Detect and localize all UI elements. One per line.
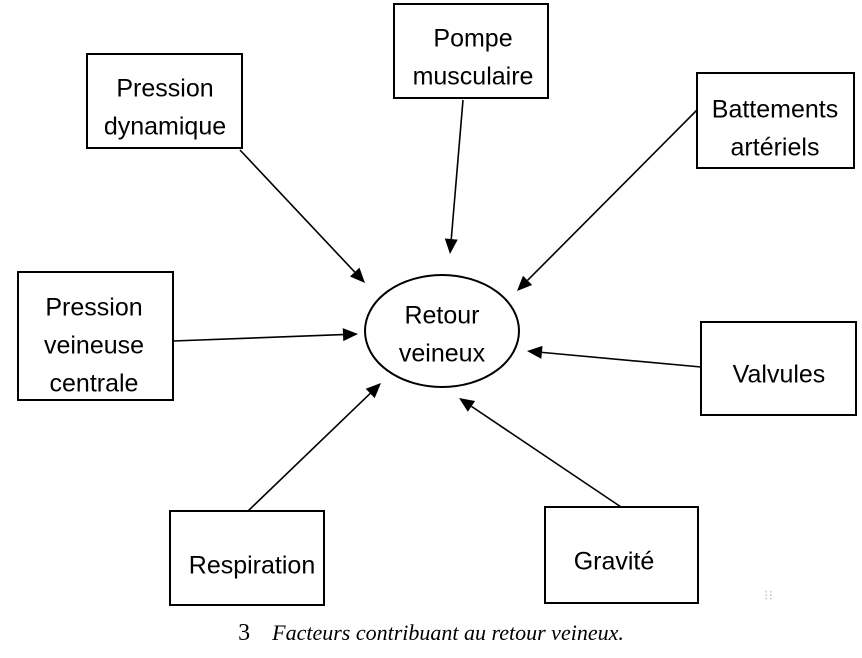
arrow-line xyxy=(239,149,356,273)
caption-text: Facteurs contribuant au retour veineux. xyxy=(272,620,624,645)
arrow-line xyxy=(527,109,698,281)
arrow-valvules-to-retour xyxy=(527,345,702,368)
node-pompe-musculaire-label-2: musculaire xyxy=(413,63,534,91)
arrowhead xyxy=(517,275,533,291)
node-gravite-box xyxy=(544,506,699,604)
node-pression-dynamique: Pression dynamique xyxy=(86,53,243,149)
arrow-pression-veineuse-centrale-to-retour xyxy=(172,328,358,342)
node-respiration-box xyxy=(169,510,325,606)
node-pression-veineuse-centrale-box xyxy=(17,271,174,401)
arrowhead xyxy=(349,267,365,283)
figure-number: 3 xyxy=(238,620,251,646)
arrow-line xyxy=(247,392,371,512)
node-battements-arteriels: Battements artériels xyxy=(696,72,855,169)
nodes: Retour veineux Pression dynamique Pompe muscu… xyxy=(17,3,857,606)
node-valvules: Valvules xyxy=(700,321,857,416)
node-respiration-label-1: Respiration xyxy=(189,552,315,580)
corner-watermark: ⁝⁝ xyxy=(764,588,773,604)
arrowhead xyxy=(342,328,358,342)
node-retour-label-2: veineux xyxy=(399,340,486,368)
node-pression-dynamique-label-1: Pression xyxy=(116,75,213,103)
arrowhead xyxy=(444,238,458,254)
node-battements-arteriels-label-2: artériels xyxy=(731,134,820,162)
arrowhead xyxy=(365,383,381,399)
arrowhead xyxy=(459,398,476,412)
node-pression-dynamique-label-2: dynamique xyxy=(104,113,226,141)
figure-caption: 3 Facteurs contribuant au retour veineux. xyxy=(0,620,862,647)
node-battements-arteriels-label-1: Battements xyxy=(712,96,838,124)
node-pression-veineuse-centrale-label-3: centrale xyxy=(50,370,139,398)
node-retour-ellipse xyxy=(364,274,520,388)
node-pression-veineuse-centrale-label-2: veineuse xyxy=(44,332,144,360)
arrow-line xyxy=(450,99,464,240)
node-pompe-musculaire-label-1: Pompe xyxy=(433,25,512,53)
node-gravite: Gravité xyxy=(544,506,699,604)
arrowhead xyxy=(527,345,543,359)
node-pression-dynamique-box xyxy=(86,53,243,149)
arrow-gravite-to-retour xyxy=(459,398,622,508)
node-battements-arteriels-box xyxy=(696,72,855,169)
arrow-pression-dynamique-to-retour xyxy=(239,149,365,283)
node-pompe-musculaire-box xyxy=(393,3,549,99)
node-valvules-box xyxy=(700,321,857,416)
arrow-pompe-musculaire-to-retour xyxy=(444,99,464,254)
node-retour-label-1: Retour xyxy=(404,302,479,330)
arrow-line xyxy=(172,333,344,342)
edges xyxy=(172,99,702,512)
node-pression-veineuse-centrale-label-1: Pression xyxy=(45,294,142,322)
node-respiration: Respiration xyxy=(169,510,325,606)
arrow-battements-arteriels-to-retour xyxy=(517,109,698,291)
arrow-line xyxy=(470,405,622,508)
arrow-respiration-to-retour xyxy=(247,383,381,512)
arrow-line xyxy=(541,351,702,368)
node-pression-veineuse-centrale: Pression veineuse centrale xyxy=(17,271,174,401)
node-retour: Retour veineux xyxy=(364,274,520,388)
node-gravite-label-1: Gravité xyxy=(574,548,655,576)
node-pompe-musculaire: Pompe musculaire xyxy=(393,3,549,99)
node-valvules-label-1: Valvules xyxy=(733,361,826,389)
